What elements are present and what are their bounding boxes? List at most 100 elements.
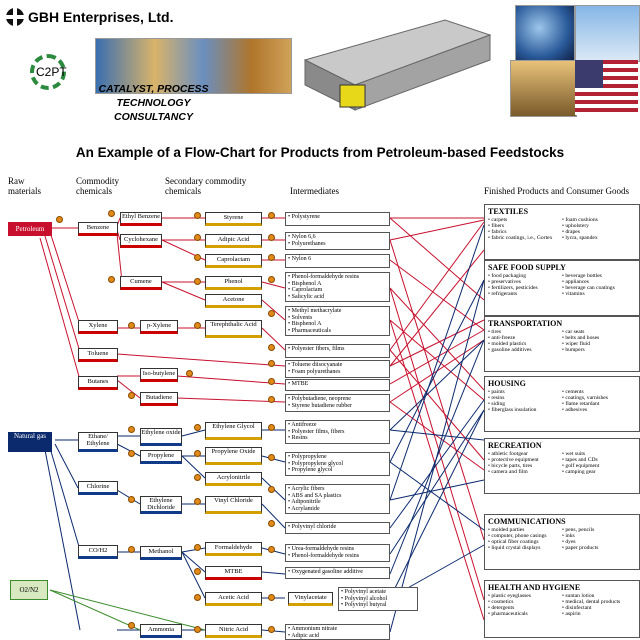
node-mtbe-2: MTBE	[205, 566, 262, 580]
intermediate-item: Polystyrene	[288, 214, 387, 221]
intermediate-1: Polystyrene	[285, 212, 390, 226]
intermediate-item: Adiponitrile	[288, 499, 387, 506]
node-ethyl-benzene: Ethyl Benzene	[120, 212, 162, 226]
finished-title: HOUSING	[488, 379, 526, 388]
column-header-finished: Finished Products and Consumer Goods	[484, 186, 629, 196]
column-header-secondary: Secondary commodity chemicals	[165, 176, 247, 196]
finished-recreation: RECREATION athletic footgearprotective e…	[484, 438, 640, 494]
node-iso-butylene: Iso-butylene	[140, 368, 178, 382]
node-toluene: Toluene	[78, 348, 118, 362]
column-header-intermediates: Intermediates	[290, 186, 339, 196]
intermediate-item: Nylon 6	[288, 256, 387, 263]
intermediate-item: Styrene butadiene rubber	[288, 403, 387, 410]
intermediate-item: Bisphenol A	[288, 281, 387, 288]
intermediate-item: Salicylic acid	[288, 294, 387, 301]
intermediate-item: Antifreeze	[288, 422, 387, 429]
finished-title: COMMUNICATIONS	[488, 517, 566, 526]
intermediate-item: Nylon 6,6	[288, 234, 387, 241]
intermediate-item: Pharmaceuticals	[288, 328, 387, 335]
intermediate-10: AntifreezePolyester films, fibersResins	[285, 420, 390, 444]
column-header-raw: Raw materials	[8, 176, 41, 196]
intermediate-12: Acrylic fibersABS and SA plasticsAdiponi…	[285, 484, 390, 514]
finished-title: RECREATION	[488, 441, 542, 450]
intermediate-item: Oxygenated gasoline additive	[288, 569, 387, 576]
intermediate-item: Caprolactam	[288, 287, 387, 294]
catalyst-marker-icon	[108, 210, 115, 217]
intermediate-item: Polyvinyl acetate	[341, 589, 415, 596]
company-name: GBH Enterprises, Ltd.	[28, 9, 174, 25]
intermediate-item: Propylene glycol	[288, 467, 387, 474]
catalyst-marker-icon	[128, 496, 135, 503]
intermediate-item: Urea-formaldehyde resins	[288, 546, 387, 553]
node-styrene: Styrene	[205, 212, 262, 226]
node-ethylene-dichloride: Ethylene Dichloride	[140, 496, 182, 514]
node-formaldehyde: Formaldehyde	[205, 542, 262, 556]
intermediate-5: Methyl methacrylateSolventsBisphenol APh…	[285, 306, 390, 336]
finished-textiles: TEXTILES carpetsfibersfabricsfabric coat…	[484, 204, 640, 260]
intermediate-item: Polybutadiene, neoprene	[288, 396, 387, 403]
catalyst-marker-icon	[268, 276, 275, 283]
catalyst-marker-icon	[128, 426, 135, 433]
company-tagline: CATALYST, PROCESS TECHNOLOGY CONSULTANCY	[66, 82, 241, 124]
node-p-xylene: p-Xylene	[140, 320, 178, 334]
node-xylene: Xylene	[78, 320, 118, 334]
gbh-logo-icon	[6, 8, 24, 26]
intermediate-item: Polyvinyl alcohol	[341, 596, 415, 603]
intermediate-item: Ammonium nitrate	[288, 626, 387, 633]
catalyst-marker-icon	[268, 360, 275, 367]
catalyst-marker-icon	[194, 498, 201, 505]
reactor-vessel-image	[303, 19, 492, 111]
node-acetone: Acetone	[205, 294, 262, 308]
catalyst-marker-icon	[268, 626, 275, 633]
intermediate-item: Polypropylene glycol	[288, 461, 387, 468]
node-acrylonitrile: Acrylonitrile	[205, 472, 262, 486]
node-terephthalic-acid: Terephthalic Acid	[205, 320, 262, 338]
intermediate-4: Phenol-formaldehyde resinsBisphenol ACap…	[285, 272, 390, 302]
catalyst-marker-icon	[268, 396, 275, 403]
node-cumene: Cumene	[120, 276, 162, 290]
intermediate-2: Nylon 6,6Polyurethanes	[285, 232, 390, 250]
intermediate-9: Polybutadiene, neopreneStyrene butadiene…	[285, 394, 390, 412]
node-butadiene: Butadiene	[140, 392, 178, 406]
catalyst-marker-icon	[268, 546, 275, 553]
catalyst-marker-icon	[194, 626, 201, 633]
intermediate-item: Acrylamide	[288, 506, 387, 513]
raw-o2n2: O2/N2	[10, 580, 48, 600]
catalyst-marker-icon	[268, 344, 275, 351]
oil-pump-image	[510, 60, 577, 117]
intermediate-item: Polypropylene	[288, 454, 387, 461]
intermediate-item: Methyl methacrylate	[288, 308, 387, 315]
finished-housing: HOUSING paintsresinssidingfiberglass ins…	[484, 376, 640, 432]
catalyst-marker-icon	[128, 322, 135, 329]
catalyst-marker-icon	[268, 234, 275, 241]
node-ethylene-glycol: Ethylene Glycol	[205, 422, 262, 440]
page-title: An Example of a Flow-Chart for Products …	[75, 145, 565, 160]
catalyst-marker-icon	[268, 520, 275, 527]
intermediate-item: Adipic acid	[288, 633, 387, 640]
intermediate-item: Solvents	[288, 315, 387, 322]
intermediate-item: Toluene diisocyanate	[288, 362, 387, 369]
intermediate-item: Polyvinyl butyral	[341, 602, 415, 609]
intermediate-8: MTBE	[285, 379, 390, 391]
intermediate-item: Foam polyurethanes	[288, 369, 387, 376]
catalyst-marker-icon	[268, 424, 275, 431]
intermediate-item: Phenol-formaldehyde resins	[288, 274, 387, 281]
intermediate-3: Nylon 6	[285, 254, 390, 268]
node-propylene-oxide: Propylene Oxide	[205, 447, 262, 465]
intermediate-17: Ammonium nitrateAdipic acid	[285, 624, 390, 640]
catalyst-marker-icon	[128, 450, 135, 457]
globe-image	[515, 5, 575, 62]
catalyst-marker-icon	[194, 234, 201, 241]
intermediate-item: Polyvinyl chloride	[288, 524, 387, 531]
us-flag-image	[575, 60, 638, 115]
intermediate-item: Acrylic fibers	[288, 486, 387, 493]
intermediate-item: Polyester fibers, films	[288, 346, 387, 353]
catalyst-marker-icon	[194, 322, 201, 329]
lab-photo-strip	[95, 38, 292, 94]
finished-title: HEALTH AND HYGIENE	[488, 583, 581, 592]
c2pt-logo-text: C2PT	[36, 65, 67, 79]
node-methanol: Methanol	[140, 546, 182, 560]
node-co-h2: CO/H2	[78, 545, 118, 559]
intermediate-7: Toluene diisocyanateFoam polyurethanes	[285, 360, 390, 378]
intermediate-13: Polyvinyl chloride	[285, 522, 390, 534]
